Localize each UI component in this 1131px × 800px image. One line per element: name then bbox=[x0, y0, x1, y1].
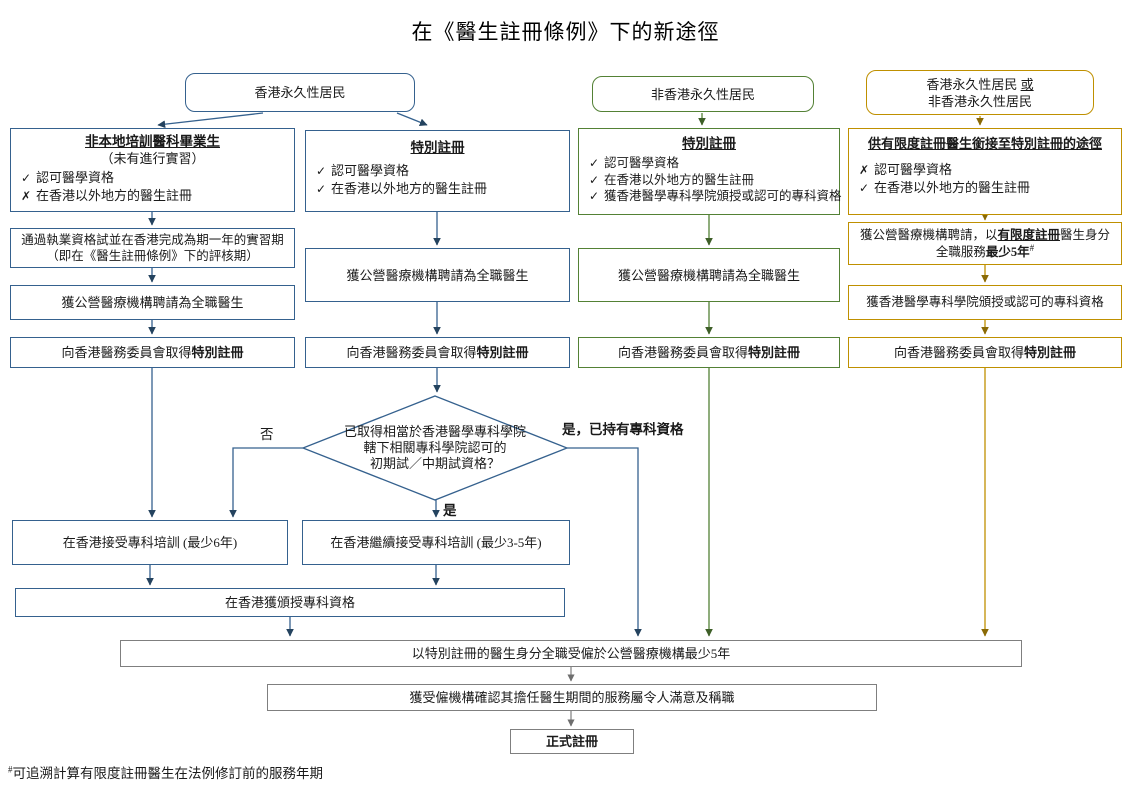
step-special-registration-1: 向香港醫務委員會取得特別註冊 bbox=[10, 337, 295, 368]
decision-question: 已取得相當於香港醫學專科學院 轄下相關專科學院認可的 初期試／中期試資格？ bbox=[343, 424, 526, 471]
profile-special-reg-hk: 特別註冊 ✓認可醫學資格 ✓在香港以外地方的醫生註冊 bbox=[305, 130, 570, 212]
header-non-hk-permanent-resident: 非香港永久性居民 bbox=[592, 76, 814, 112]
step-limited-reg-service-5y: 獲公營醫療機構聘請，以有限度註冊醫生身分 全職服務最少5年# bbox=[848, 222, 1122, 265]
step-full-registration: 正式註冊 bbox=[510, 729, 634, 754]
step-employer-confirmation: 獲受僱機構確認其擔任醫生期間的服務屬令人滿意及稱職 bbox=[267, 684, 877, 711]
profile-title: 特別註冊 bbox=[410, 140, 465, 155]
step-specialist-qualification-hk: 在香港獲頒授專科資格 bbox=[15, 588, 565, 617]
step-special-registration-2: 向香港醫務委員會取得特別註冊 bbox=[305, 337, 570, 368]
profile-title: 特別註冊 bbox=[682, 136, 736, 151]
decision-yes-label: 是 bbox=[443, 503, 457, 518]
step-public-employment-1: 獲公營醫療機構聘請為全職醫生 bbox=[10, 285, 295, 320]
step-public-employment-3: 獲公營醫療機構聘請為全職醫生 bbox=[578, 248, 840, 302]
check-icon: ✓ bbox=[316, 182, 327, 196]
cross-icon: ✗ bbox=[21, 189, 32, 203]
page-title: 在《醫生註冊條例》下的新途徑 bbox=[411, 20, 720, 44]
step-fulltime-public-5y: 以特別註冊的醫生身分全職受僱於公營醫療機構最少5年 bbox=[120, 640, 1022, 667]
check-icon: ✓ bbox=[859, 181, 870, 195]
header-either-resident: 香港永久性居民 或 非香港永久性居民 bbox=[866, 70, 1094, 115]
profile-nonlocal-graduates: 非本地培訓醫科畢業生 （未有進行實習） ✓認可醫學資格 ✗在香港以外地方的醫生註… bbox=[10, 128, 295, 212]
step-special-registration-3: 向香港醫務委員會取得特別註冊 bbox=[578, 337, 840, 368]
step-specialist-training-6y: 在香港接受專科培訓 (最少6年) bbox=[12, 520, 288, 565]
header-hk-permanent-resident: 香港永久性居民 bbox=[185, 73, 415, 112]
footnote: #可追溯計算有限度註冊醫生在法例修訂前的服務年期 bbox=[8, 764, 323, 781]
step-continue-training-3-5y: 在香港繼續接受專科培訓 (最少3-5年) bbox=[302, 520, 570, 565]
step-public-employment-2: 獲公營醫療機構聘請為全職醫生 bbox=[305, 248, 570, 302]
step-licensing-exam: 通過執業資格試並在香港完成為期一年的實習期 （即在《醫生註冊條例》下的評核期） bbox=[10, 228, 295, 268]
check-icon: ✓ bbox=[21, 171, 32, 185]
profile-special-reg-nonhk: 特別註冊 ✓認可醫學資格 ✓在香港以外地方的醫生註冊 ✓獲香港醫學專科學院頒授或… bbox=[578, 128, 842, 215]
decision-no-label: 否 bbox=[260, 427, 274, 442]
profile-limited-reg-bridge: 供有限度註冊醫生銜接至特別註冊的途徑 ✗認可醫學資格 ✓在香港以外地方的醫生註冊 bbox=[848, 128, 1122, 215]
step-academy-qualification: 獲香港醫學專科學院頒授或認可的專科資格 bbox=[848, 285, 1122, 320]
check-icon: ✓ bbox=[316, 164, 327, 178]
check-icon: ✓ bbox=[589, 156, 600, 170]
check-icon: ✓ bbox=[589, 172, 600, 187]
step-special-registration-4: 向香港醫務委員會取得特別註冊 bbox=[848, 337, 1122, 368]
profile-title: 非本地培訓醫科畢業生 bbox=[85, 134, 220, 149]
profile-title: 供有限度註冊醫生銜接至特別註冊的途徑 bbox=[867, 136, 1102, 151]
check-icon: ✓ bbox=[589, 189, 600, 203]
cross-icon: ✗ bbox=[859, 163, 870, 177]
decision-yes-specialist-label: 是，已持有專科資格 bbox=[562, 422, 684, 437]
